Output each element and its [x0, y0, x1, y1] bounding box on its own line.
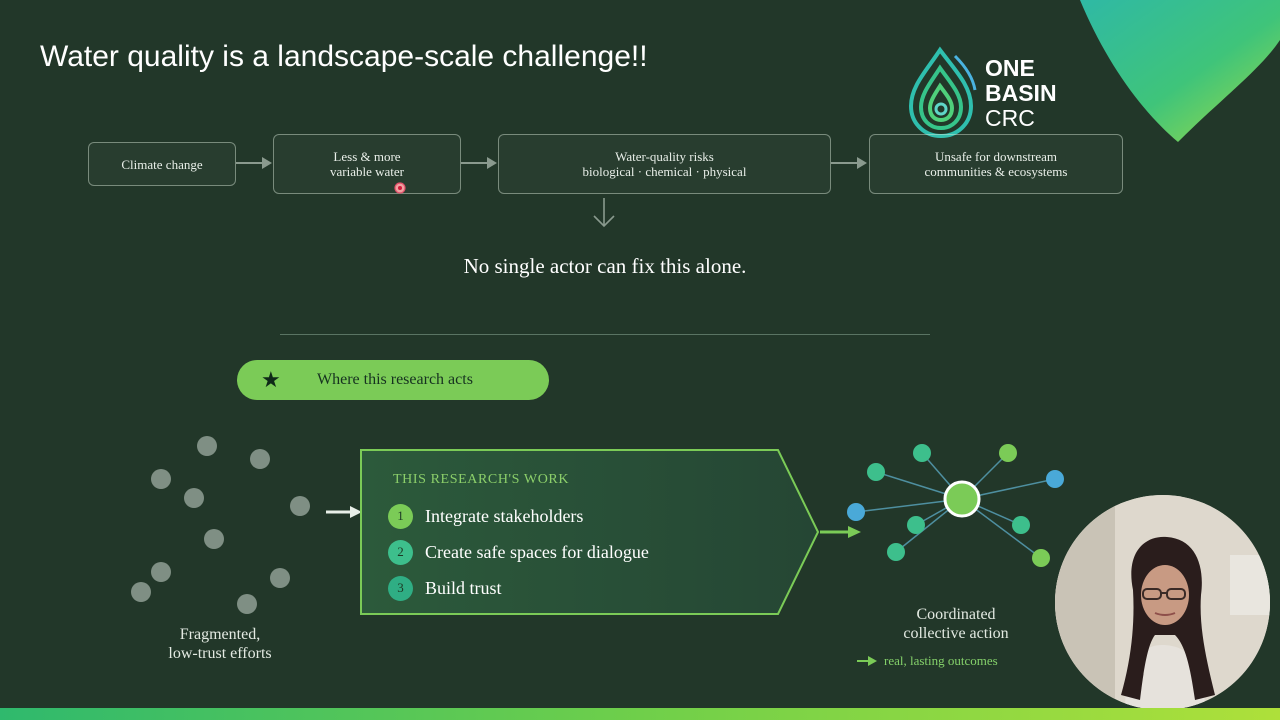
flow-box-variable-water: Less & more variable water	[273, 134, 461, 194]
collective-action-caption: Coordinated collective action	[876, 605, 1036, 643]
flow-box-label: communities & ecosystems	[924, 164, 1068, 179]
research-step-1: 1 Integrate stakeholders	[388, 503, 583, 529]
outcome-text: real, lasting outcomes	[884, 653, 998, 668]
logo-line-basin: BASIN	[985, 80, 1057, 106]
research-work-heading: THIS RESEARCH'S WORK	[393, 472, 570, 487]
flow-box-climate-change: Climate change	[88, 142, 236, 186]
flow-box-label: Less & more	[333, 149, 401, 164]
collective-network-graphic	[847, 444, 1064, 567]
arrow-right-icon	[326, 506, 362, 518]
flow-box-label: biological · chemical · physical	[582, 164, 747, 179]
one-basin-crc-logo: ONE BASIN CRC	[905, 44, 1075, 139]
step-text: Create safe spaces for dialogue	[425, 541, 649, 562]
flow-box-unsafe-downstream: Unsafe for downstream communities & ecos…	[869, 134, 1123, 194]
logo-line-crc: CRC	[985, 105, 1035, 131]
fragmented-caption: Fragmented, low-trust efforts	[140, 625, 300, 663]
pill-label: Where this research acts	[317, 371, 473, 388]
step-text: Build trust	[425, 577, 502, 598]
step-number-badge: 2	[388, 539, 413, 565]
presenter-avatar-image	[1055, 495, 1270, 710]
slide-title: Water quality is a landscape-scale chall…	[40, 40, 648, 73]
down-arrow-icon	[593, 198, 615, 228]
section-divider	[280, 334, 930, 335]
fragmented-caption-line: Fragmented,	[179, 626, 261, 643]
collective-caption-line: Coordinated	[916, 606, 996, 623]
fragmented-caption-line: low-trust efforts	[168, 645, 272, 662]
flow-box-water-quality-risks: Water-quality risks biological · chemica…	[498, 134, 831, 194]
water-drop-logo-icon	[908, 46, 977, 139]
research-step-2: 2 Create safe spaces for dialogue	[388, 539, 649, 565]
flow-box-label: Unsafe for downstream	[934, 149, 1057, 164]
flow-box-label: Climate change	[121, 156, 203, 172]
bottom-accent-bar	[0, 708, 1280, 720]
research-work-panel	[360, 449, 820, 615]
research-step-3: 3 Build trust	[388, 575, 502, 601]
flow-box-label: Water-quality risks	[615, 149, 714, 164]
flow-arrows	[236, 157, 867, 228]
corner-leaf-graphic	[1080, 0, 1280, 142]
fragmented-dots-graphic	[131, 436, 310, 614]
step-number-badge: 1	[388, 503, 413, 529]
star-icon: ★	[261, 367, 281, 392]
outcome-note: real, lasting outcomes	[856, 653, 998, 669]
tagline: No single actor can fix this alone.	[463, 254, 747, 278]
step-number-badge: 3	[388, 575, 413, 601]
where-research-acts-pill: ★ Where this research acts	[237, 360, 549, 400]
logo-line-one: ONE	[985, 55, 1035, 81]
cursor-highlight-icon	[394, 182, 406, 194]
presenter-webcam-video	[1055, 495, 1270, 710]
step-text: Integrate stakeholders	[425, 505, 584, 526]
arrow-right-small-icon	[857, 656, 877, 666]
flow-box-label: variable water	[330, 164, 404, 179]
collective-caption-line: collective action	[903, 625, 1009, 642]
arrow-right-green-icon	[820, 526, 861, 538]
